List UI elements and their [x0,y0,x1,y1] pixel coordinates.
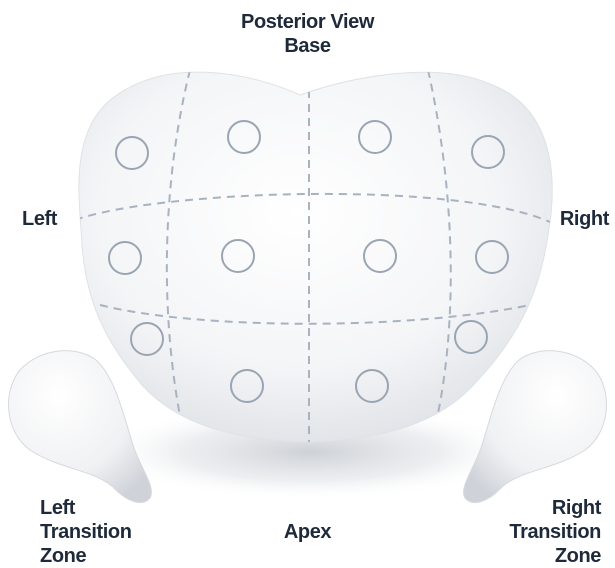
prostate-gland [79,72,552,442]
left-tz-line-1: Left [40,496,132,520]
right-tz-line-2: Transition [509,520,601,544]
right-tz-line-1: Right [509,496,601,520]
left-tz-line-3: Zone [40,544,132,568]
right-label: Right [560,207,609,231]
title-line-2: Base [0,34,615,58]
right-transition-zone-label: Right Transition Zone [509,496,601,568]
left-label: Left [22,207,57,231]
title-line-1: Posterior View [0,10,615,34]
diagram-title: Posterior View Base [0,10,615,58]
right-tz-line-3: Zone [509,544,601,568]
